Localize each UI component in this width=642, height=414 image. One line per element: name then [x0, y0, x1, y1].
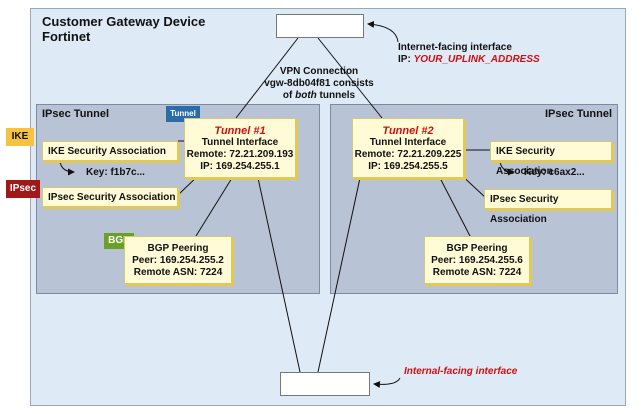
right-ike-sa-box: IKE Security Association — [490, 141, 612, 177]
right-bgp-peer: Peer: 169.254.255.6 — [431, 255, 523, 266]
vpn-line3: of both tunnels — [254, 90, 384, 102]
tunnel-2-name: Tunnel #2 — [382, 125, 434, 137]
left-bgp-peering-box: BGP Peering Peer: 169.254.255.2 Remote A… — [124, 236, 232, 284]
vpn-line2: vgw-8db04f81 consists — [264, 78, 374, 89]
left-panel-title: IPsec Tunnel — [42, 108, 110, 120]
tunnel-2-remote: Remote: 72.21.209.225 — [354, 149, 462, 160]
device-title-line2: Fortinet — [42, 29, 91, 44]
internal-facing-label: Internal-facing interface — [404, 366, 518, 377]
left-bgp-title: BGP Peering — [147, 243, 209, 254]
device-title-line1: Customer Gateway Device — [42, 14, 206, 29]
internet-facing-interface-box — [276, 14, 364, 38]
internet-ip-value: YOUR_UPLINK_ADDRESS — [413, 54, 540, 65]
internet-facing-text: Internet-facing interface — [398, 42, 512, 53]
arrow-ike1-to-key — [59, 161, 75, 176]
arrow-internet-label-to-top — [367, 20, 399, 43]
vpn-line3-pre: of — [282, 90, 296, 101]
ipsec-tag: IPsec — [6, 180, 40, 198]
line-top-to-tunnel2 — [317, 37, 383, 119]
internet-ip-prefix: IP: — [398, 54, 414, 65]
tunnel-1-line1: Tunnel Interface — [201, 137, 279, 148]
line-tunnel2-to-bottom — [317, 177, 361, 373]
tunnel-1-remote: Remote: 72.21.209.193 — [186, 149, 294, 160]
vpn-line3-post: tunnels — [316, 90, 356, 101]
left-key-label: Key: f1b7c... — [86, 167, 145, 178]
tunnel-1-box: Tunnel #1 Tunnel Interface Remote: 72.21… — [184, 118, 296, 178]
vpn-line1: VPN Connection — [279, 66, 359, 77]
tunnel-1-name: Tunnel #1 — [214, 125, 266, 137]
right-key-label: Key: c6ax2... — [524, 167, 585, 178]
line-tunnel1-to-bgp — [195, 177, 233, 237]
left-bgp-peer: Peer: 169.254.255.2 — [132, 255, 224, 266]
line-tunnel1-to-bottom — [257, 177, 301, 373]
internet-facing-ip: IP: YOUR_UPLINK_ADDRESS — [398, 54, 558, 66]
device-title: Customer Gateway Device Fortinet — [42, 14, 272, 44]
right-panel-title: IPsec Tunnel — [545, 108, 613, 120]
left-bgp-asn: Remote ASN: 7224 — [133, 267, 223, 278]
left-ike-sa-box: IKE Security Association — [42, 141, 178, 161]
right-bgp-asn: Remote ASN: 7224 — [432, 267, 522, 278]
vpn-line3-em: both — [295, 90, 317, 101]
tunnel-1-ip: IP: 169.254.255.1 — [200, 161, 280, 172]
tunnel-2-box: Tunnel #2 Tunnel Interface Remote: 72.21… — [352, 118, 464, 178]
arrow-ike2-to-key — [499, 161, 515, 176]
internet-facing-label: Internet-facing interface IP: YOUR_UPLIN… — [398, 42, 558, 66]
right-bgp-title: BGP Peering — [446, 243, 508, 254]
left-ipsec-sa-box: IPsec Security Association — [42, 187, 178, 207]
tunnel-2-line1: Tunnel Interface — [369, 137, 447, 148]
right-ipsec-sa-box: IPsec Security Association — [484, 189, 612, 225]
arrow-internal-label-to-bottom — [373, 377, 401, 389]
ike-tag: IKE — [6, 128, 34, 146]
line-top-to-tunnel1 — [235, 37, 299, 119]
tunnel-2-ip: IP: 169.254.255.5 — [368, 161, 448, 172]
right-bgp-peering-box: BGP Peering Peer: 169.254.255.6 Remote A… — [424, 236, 530, 284]
line-tunnel2-to-bgp — [439, 177, 471, 237]
vpn-connection-label: VPN Connection vgw-8db04f81 consists of … — [254, 66, 384, 102]
internal-facing-interface-box — [280, 372, 370, 396]
